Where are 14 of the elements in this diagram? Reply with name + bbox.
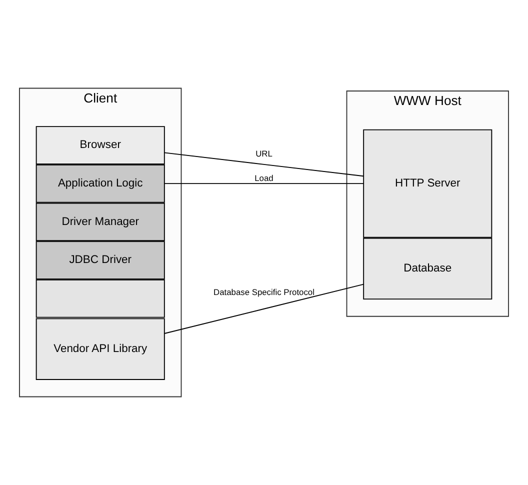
connector bbox=[164, 183, 364, 184]
node-box: JDBC Driver bbox=[36, 241, 165, 280]
connector bbox=[164, 152, 364, 177]
node-box: Database bbox=[363, 238, 492, 300]
edge-label: Database Specific Protocol bbox=[214, 287, 314, 298]
node-box: Application Logic bbox=[36, 164, 165, 203]
edge-label: Load bbox=[254, 172, 274, 183]
node-box: Browser bbox=[36, 126, 165, 164]
node-box: Driver Manager bbox=[36, 202, 165, 242]
edge-label: URL bbox=[256, 148, 272, 159]
node-box bbox=[36, 279, 165, 318]
connector bbox=[164, 284, 364, 334]
node-box: HTTP Server bbox=[363, 129, 492, 238]
node-box: Vendor API Library bbox=[36, 318, 165, 380]
